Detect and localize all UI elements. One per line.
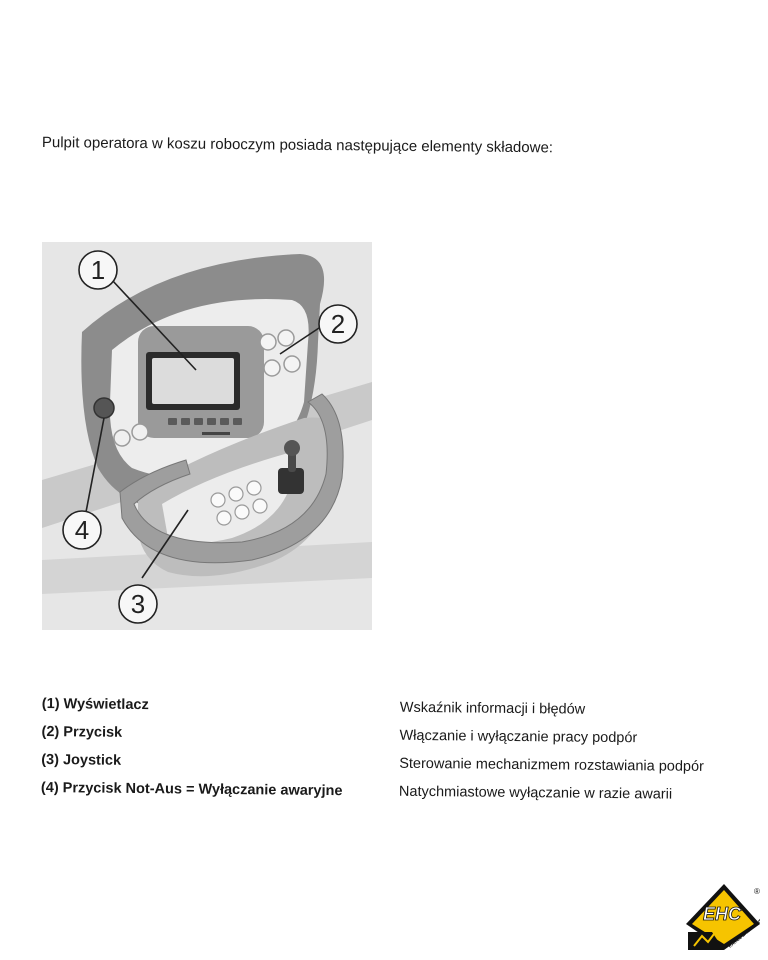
legend-description: Włączanie i wyłączanie pracy podpór <box>399 727 638 747</box>
callout-4: 4 <box>75 515 89 545</box>
callout-3: 3 <box>131 589 145 619</box>
logo-text: EHC <box>703 904 742 924</box>
legend-term: (1) Wyświetlacz <box>41 695 149 714</box>
logo-registered-mark: ® <box>754 887 760 896</box>
ehc-logo: EHC ® KAROL ZAGAJEWSKI <box>686 884 760 950</box>
legend-term: (3) Joystick <box>41 751 122 769</box>
legend-row: (4) Przycisk Not-Aus = Wyłączanie awaryj… <box>41 774 741 809</box>
callout-1: 1 <box>91 255 105 285</box>
intro-text: Pulpit operatora w koszu roboczym posiad… <box>41 134 554 157</box>
callout-2: 2 <box>331 309 345 339</box>
legend-description: Wskaźnik informacji i błędów <box>399 699 586 718</box>
legend-description: Sterowanie mechanizmem rozstawiania podp… <box>399 755 704 775</box>
operator-console-illustration: 1 2 3 4 <box>42 242 372 630</box>
legend-term: (4) Przycisk Not-Aus = Wyłączanie awaryj… <box>40 779 343 800</box>
component-legend: (1) Wyświetlacz Wskaźnik informacji i bł… <box>41 690 742 809</box>
legend-description: Natychmiastowe wyłączanie w razie awarii <box>398 783 673 803</box>
legend-term: (2) Przycisk <box>41 723 123 741</box>
